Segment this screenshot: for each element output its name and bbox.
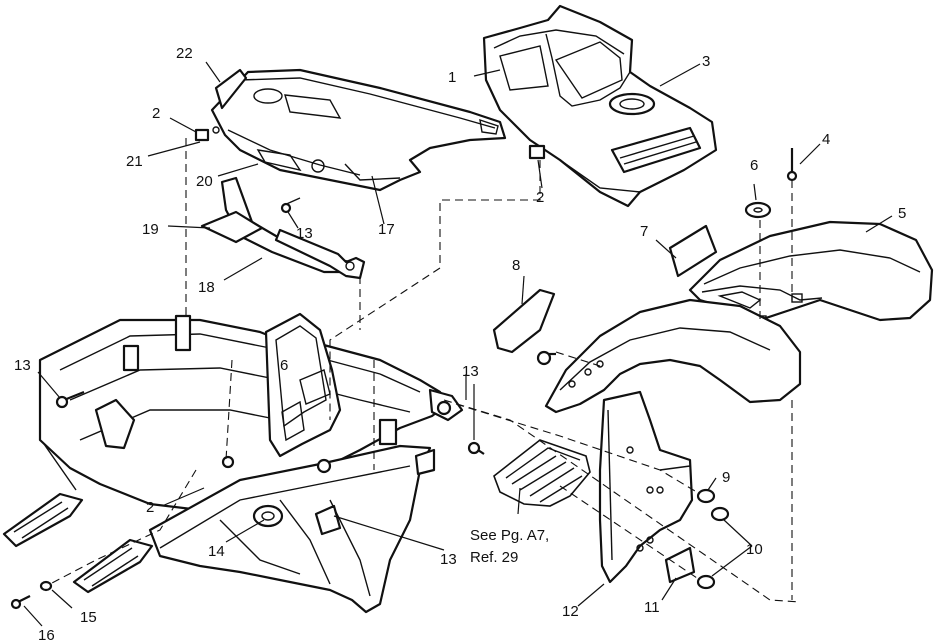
bolt-13-fender <box>280 197 301 214</box>
callout-2-left: 2 <box>152 105 160 122</box>
callout-17: 17 <box>378 221 395 238</box>
callout-2-frame: 2 <box>146 499 154 516</box>
bolt-13-frame-left <box>55 390 85 409</box>
assembly-lines <box>49 138 801 603</box>
callout-3: 3 <box>702 53 710 70</box>
callout-20: 20 <box>196 173 213 190</box>
callout-21: 21 <box>126 153 143 170</box>
callout-15: 15 <box>80 609 97 626</box>
nut-9 <box>696 488 716 504</box>
clip-2-center <box>528 144 546 160</box>
callout-6: 6 <box>750 157 758 174</box>
callout-7: 7 <box>640 223 648 240</box>
reference-note-line1: See Pg. A7, <box>470 527 549 544</box>
clip-2-left <box>194 128 210 142</box>
grommet-6 <box>744 201 772 219</box>
decal-7 <box>668 224 718 278</box>
callout-22: 22 <box>176 45 193 62</box>
callout-8: 8 <box>512 257 520 274</box>
leader-lines <box>23 61 893 627</box>
bolt-13-fender-rear <box>467 350 556 455</box>
washer-15 <box>39 580 53 592</box>
callout-13-fender: 13 <box>296 225 313 242</box>
reference-note-line2: Ref. 29 <box>470 549 518 566</box>
callout-4: 4 <box>822 131 830 148</box>
callout-2-center: 2 <box>536 189 544 206</box>
callout-12: 12 <box>562 603 579 620</box>
frame-mark: 6 <box>280 357 288 374</box>
callout-13-rear: 13 <box>462 363 479 380</box>
rear-fender-12 <box>544 298 802 584</box>
callout-1: 1 <box>448 69 456 86</box>
rear-cover-3 <box>482 4 718 208</box>
callout-13-lower: 13 <box>440 551 457 568</box>
callout-9: 9 <box>722 469 730 486</box>
decal-8 <box>492 288 556 354</box>
callout-11: 11 <box>644 599 660 616</box>
screw-4 <box>786 148 798 182</box>
callout-10: 10 <box>746 541 763 558</box>
callout-18: 18 <box>198 279 215 296</box>
nut-10-lower <box>696 574 716 590</box>
callout-14: 14 <box>208 543 225 560</box>
nut-10-upper <box>710 506 730 522</box>
decal-22 <box>214 68 248 110</box>
front-fender-17 <box>210 68 507 192</box>
callout-19: 19 <box>142 221 159 238</box>
callout-13-frame-left: 13 <box>14 357 31 374</box>
bolt-16 <box>10 595 31 610</box>
bracket-11 <box>664 546 696 584</box>
callout-5: 5 <box>898 205 906 222</box>
fender-bracket-18 <box>200 176 366 280</box>
callout-16: 16 <box>38 627 55 642</box>
frame <box>2 312 464 614</box>
